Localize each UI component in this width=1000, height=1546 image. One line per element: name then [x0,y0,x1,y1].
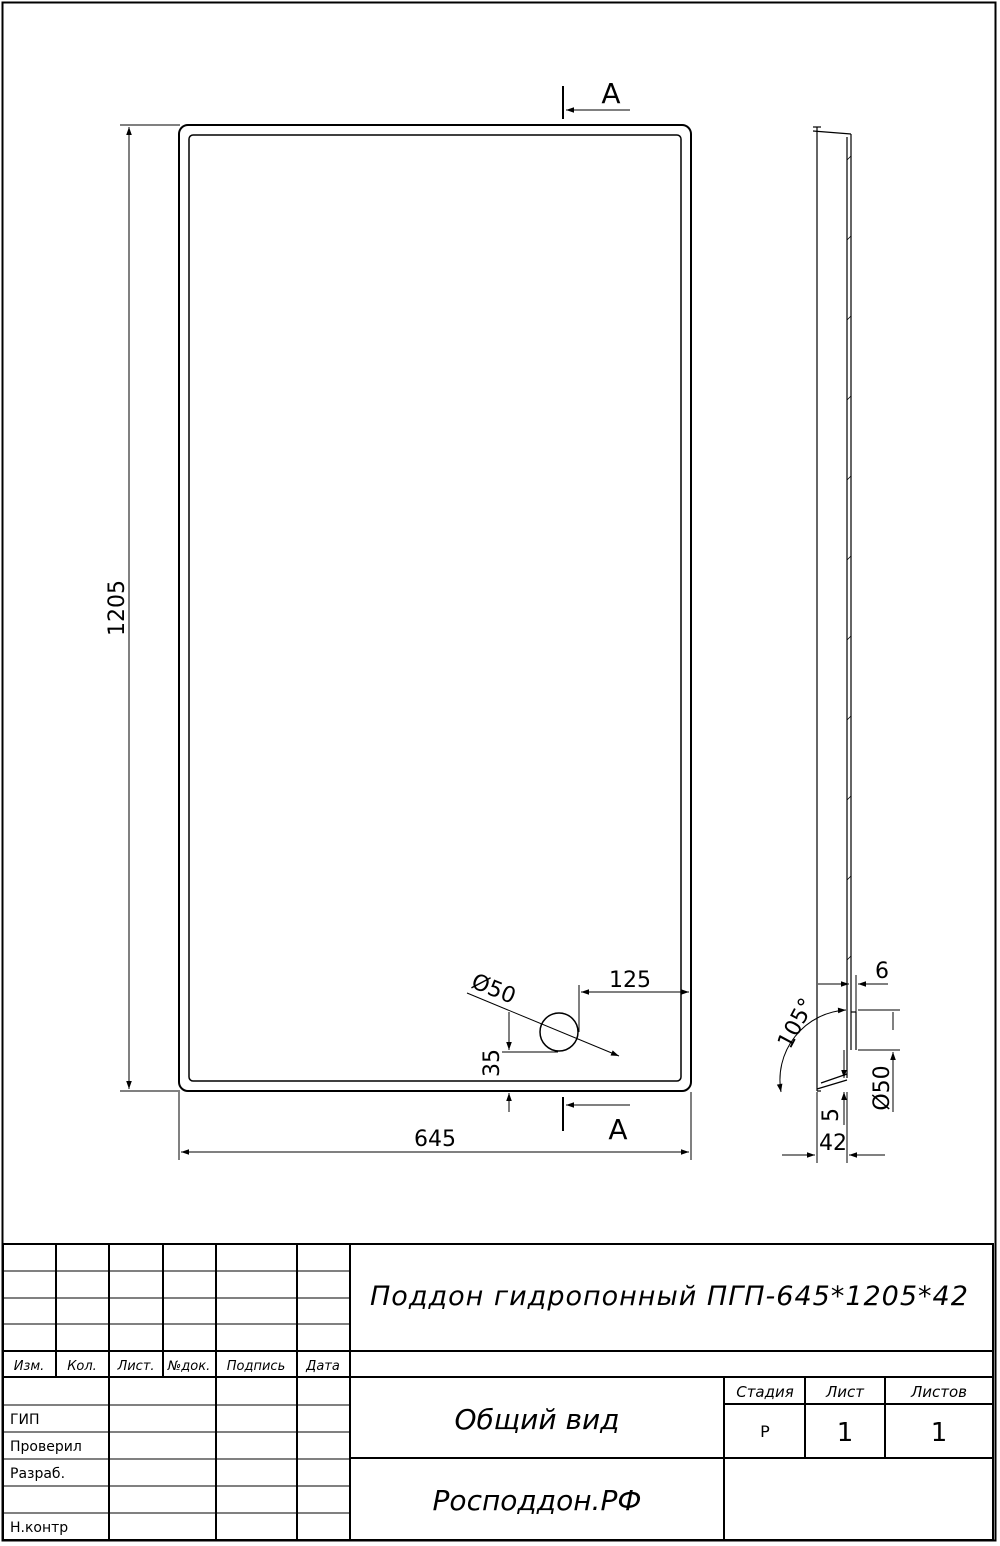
header-date: Дата [305,1359,340,1374]
section-mark-bottom [562,1097,630,1131]
role-developed: Разраб. [10,1466,65,1482]
dim-drain-y [502,1012,558,1112]
header-list: Лист. [116,1359,154,1374]
dim-depth [782,1092,885,1163]
title-block [2,1243,994,1541]
header-kol: Кол. [67,1359,97,1374]
drain-hole [539,1012,579,1052]
dim-outlet-label: Ø50 [870,1065,895,1110]
sheets-label: Листов [910,1383,967,1401]
dim-wall [818,970,888,1012]
sheet-value: 1 [837,1418,854,1448]
dim-angle-label: 105° [773,994,820,1053]
header-ndok: №док. [167,1359,210,1374]
dim-drain-x [578,985,689,1032]
dim-height-label: 1205 [105,580,130,636]
stage-label: Стадия [736,1383,794,1401]
dim-depth-label: 42 [819,1131,847,1156]
dim-rim-label: 5 [819,1108,844,1122]
dim-outlet [858,1009,900,1112]
stage-value: Р [760,1422,770,1441]
section-mark-top-label: А [601,77,620,110]
dim-width [178,1092,692,1160]
dim-height [120,124,180,1092]
section-mark-bottom-label: А [608,1113,627,1146]
dim-angle [776,1007,847,1093]
sheet-label: Лист [825,1383,865,1401]
dim-wall-label: 6 [875,959,889,984]
tray-inner-outline [188,134,682,1082]
drain-diameter-leader [466,992,620,1057]
dim-width-label: 645 [414,1127,456,1152]
header-signature: Подпись [227,1359,285,1374]
dim-drain-x-label: 125 [609,968,651,993]
role-gip: ГИП [10,1412,40,1428]
section-view [812,126,857,1092]
role-checked: Проверил [10,1439,82,1455]
view-name: Общий вид [454,1403,619,1436]
dim-drain-y-label: 35 [480,1049,505,1077]
tray-outer-outline [178,124,692,1092]
sheets-value: 1 [931,1418,948,1448]
section-mark-top [562,86,630,119]
drawing-title: Поддон гидропонный ПГП-645*1205*42 [370,1281,969,1312]
header-izm: Изм. [14,1359,45,1374]
role-norm-control: Н.контр [10,1520,68,1536]
plan-view [178,124,692,1092]
organization-name: Росподдон.РФ [433,1484,642,1517]
